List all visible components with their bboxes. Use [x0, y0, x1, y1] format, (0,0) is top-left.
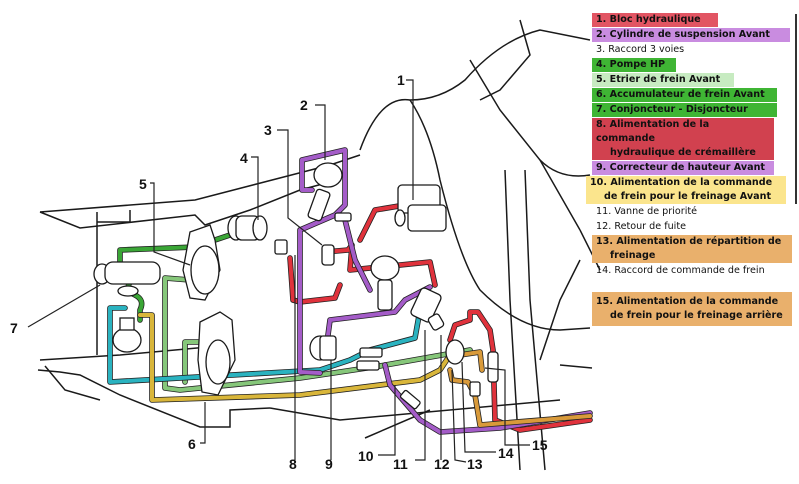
legend-item-5: 5. Etrier de frein Avant [592, 73, 734, 87]
vehicle-outline [37, 19, 601, 471]
tee-connector [334, 212, 352, 222]
callout-13: 13 [467, 456, 483, 472]
callout-12: 12 [434, 456, 450, 472]
legend-item-2: 2. Cylindre de suspension Avant [592, 28, 790, 42]
callout-14: 14 [498, 445, 514, 461]
etrier-frein-bas [197, 311, 236, 396]
callout-10: 10 [358, 448, 374, 464]
components [93, 162, 499, 410]
legend-item-9: 9. Correcteur de hauteur Avant [592, 161, 774, 175]
legend-item-4: 4. Pompe HP [592, 58, 676, 72]
callout-3: 3 [264, 122, 272, 138]
legend-item-7: 7. Conjoncteur - Disjoncteur [592, 103, 777, 117]
callout-4: 4 [240, 150, 248, 166]
callout-8: 8 [289, 456, 297, 472]
callout-15: 15 [532, 437, 548, 453]
accumulateur-frein [112, 317, 142, 353]
raccord-arriere [487, 351, 499, 383]
etrier-frein-haut [182, 224, 221, 301]
raccord-commande-frein [469, 381, 481, 397]
connector [356, 360, 380, 371]
callout-6: 6 [188, 436, 196, 452]
callout-7: 7 [10, 320, 18, 336]
callout-9: 9 [325, 456, 333, 472]
cylindre-suspension [307, 162, 343, 222]
legend-item-12: 12. Retour de fuite [596, 221, 686, 232]
legend: 1. Bloc hydraulique 2. Cylindre de suspe… [586, 13, 797, 327]
callout-labels: 1 2 3 4 5 6 7 8 9 10 11 12 13 14 15 [10, 72, 548, 472]
bloc-hydraulique [394, 184, 447, 232]
callout-11: 11 [393, 456, 408, 472]
legend-item-11: 11. Vanne de priorité [596, 206, 698, 217]
repartiteur [445, 339, 465, 365]
legend-border [795, 14, 797, 204]
legend-item-14: 14. Raccord de commande de frein [596, 265, 765, 276]
sphere [370, 255, 400, 311]
pipes [107, 147, 593, 435]
bracket [274, 239, 288, 255]
vanne-priorite [410, 287, 445, 331]
legend-item-6: 6. Accumulateur de frein Avant [592, 88, 777, 102]
callout-2: 2 [300, 97, 308, 113]
pompe-hp [227, 215, 268, 241]
connector [359, 347, 383, 358]
legend-item-3: 3. Raccord 3 voies [596, 44, 685, 55]
legend-item-1: 1. Bloc hydraulique [592, 13, 718, 27]
conjoncteur-disjoncteur [93, 261, 161, 297]
callout-1: 1 [397, 72, 405, 88]
correcteur-hauteur [309, 335, 337, 361]
connector [399, 389, 421, 410]
callout-5: 5 [139, 176, 147, 192]
raccord-3-voies [321, 244, 335, 266]
leader-lines [27, 79, 530, 463]
